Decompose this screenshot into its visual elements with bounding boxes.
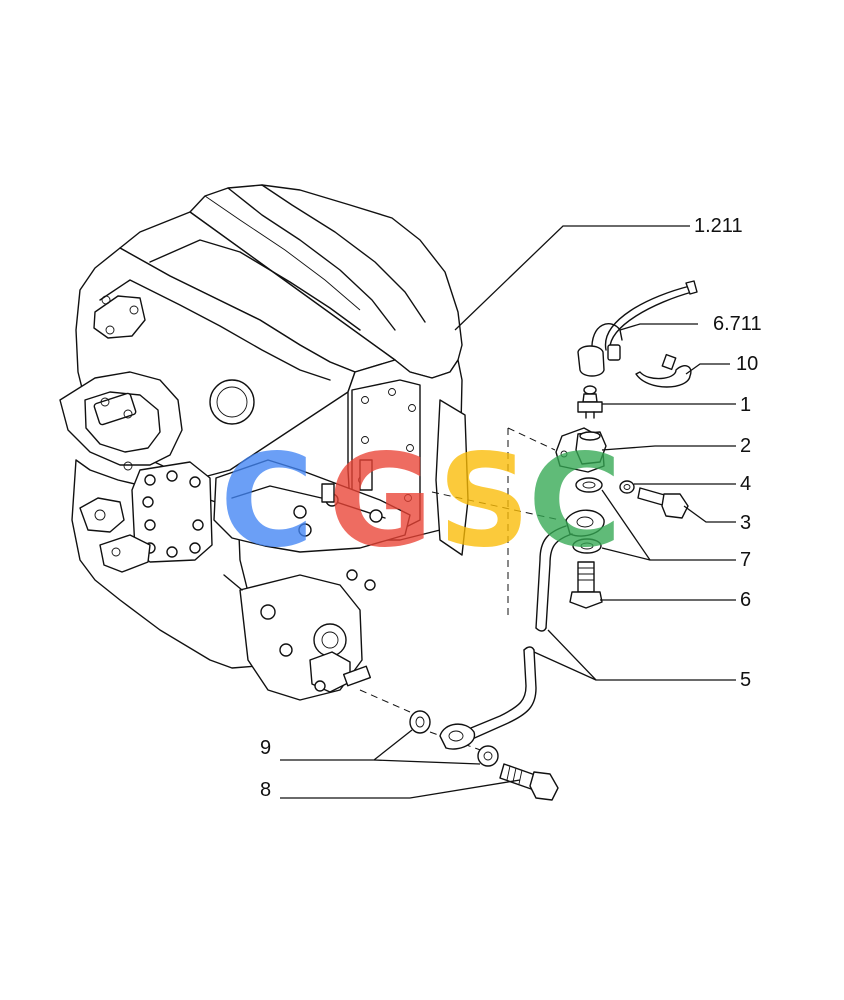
small-washer <box>619 480 635 494</box>
transmission-housing <box>59 184 469 701</box>
callout-9: 9 <box>260 737 271 759</box>
pressure-switch <box>577 385 603 419</box>
callout-10: 10 <box>736 353 758 375</box>
leader-lines <box>280 225 736 799</box>
clamp-strap <box>635 353 692 388</box>
watermark-letter-1: C <box>220 427 314 576</box>
watermark-letter-2: G <box>328 427 433 576</box>
callout-1-211: 1.211 <box>694 215 743 237</box>
callout-1: 1 <box>740 394 751 416</box>
sealing-washer-lower <box>572 538 602 554</box>
watermark-letter-4: C <box>528 427 622 576</box>
callout-6-711: 6.711 <box>713 313 762 335</box>
callout-labels: 1.211 6.711 10 1 2 4 3 7 6 5 9 8 <box>260 215 762 801</box>
banjo-bolt <box>569 561 603 609</box>
adapter-union <box>555 427 607 473</box>
callout-4: 4 <box>740 473 751 495</box>
callout-8: 8 <box>260 779 271 801</box>
banjo-pipe <box>439 509 605 750</box>
callout-6: 6 <box>740 589 751 611</box>
callout-7: 7 <box>740 549 751 571</box>
callout-5: 5 <box>740 669 751 691</box>
hex-bolt-small <box>637 487 689 519</box>
cgsc-watermark: C G S C <box>220 427 622 576</box>
wiring-harness-connector <box>577 280 698 377</box>
watermark-letter-3: S <box>438 427 530 576</box>
hollow-bolt <box>499 763 559 801</box>
callout-2: 2 <box>740 435 751 457</box>
sealing-washers-lower-pipe <box>409 710 499 767</box>
sealing-washer-upper <box>575 477 603 493</box>
callout-3: 3 <box>740 512 751 534</box>
